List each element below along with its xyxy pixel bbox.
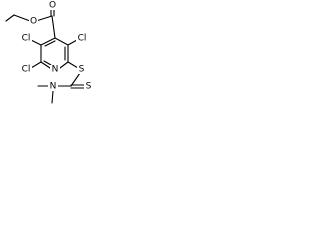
- bond-ring-c2-n1: [40, 61, 51, 69]
- bond-ring-inner-c3c4: [44, 40, 56, 47]
- atom-cl-left-top: Cl: [20, 34, 32, 44]
- atom-thio-s: S: [77, 65, 86, 75]
- atom-label-cl-left-top: Cl: [22, 34, 31, 44]
- atom-label-cl-right-top: Cl: [78, 34, 87, 44]
- atom-ester-ether-o: O: [29, 17, 38, 27]
- atom-label-amine-n: N: [50, 82, 57, 92]
- chemical-structure: O O Cl Cl Cl N S S: [5, 1, 93, 104]
- bond-ester-o-carbonyl-c: [35, 15, 53, 22]
- bond-ethyl-ch2-o: [13, 14, 31, 22]
- atom-label-ester-carbonyl-o: O: [49, 1, 56, 11]
- atom-ester-carbonyl-o: O: [48, 1, 57, 11]
- bond-ring-c4-c3: [40, 37, 56, 46]
- bond-c5-cl: [67, 39, 78, 46]
- bond-c6-s: [67, 61, 79, 69]
- atom-label-ring-n: N: [52, 65, 59, 75]
- bond-layer: [5, 8, 86, 104]
- atom-label-thio-s: S: [79, 65, 85, 75]
- bond-ring-c5-c4: [54, 37, 69, 46]
- atom-thione-s: S: [84, 82, 93, 92]
- bond-ring-inner-c2n: [43, 60, 52, 66]
- atom-cl-right-top: Cl: [76, 34, 88, 44]
- atom-label-cl-left-bottom: Cl: [22, 65, 31, 75]
- bond-ethyl-ch3-ch2: [5, 14, 15, 22]
- atom-amine-n: N: [48, 82, 58, 92]
- bond-c3-cl: [30, 39, 42, 46]
- atom-ring-n: N: [50, 65, 60, 75]
- atom-label-thione-s: S: [86, 82, 92, 92]
- bond-s-thiocarbonyl-c: [70, 72, 81, 87]
- atom-layer: O O Cl Cl Cl N S S: [20, 1, 93, 92]
- bond-carbonyl-c-ring: [51, 15, 56, 39]
- bond-ring-n1-c6: [59, 61, 69, 69]
- bond-c2-cl: [30, 61, 42, 69]
- atom-cl-left-bottom: Cl: [20, 65, 32, 75]
- bond-n-methyl-down: [51, 90, 54, 104]
- atom-label-ester-ether-o: O: [30, 17, 37, 27]
